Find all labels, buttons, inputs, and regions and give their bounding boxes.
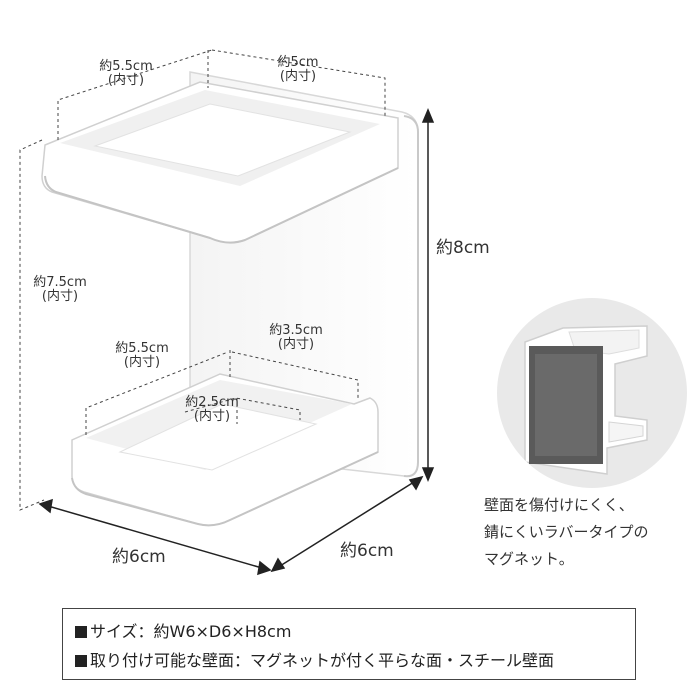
bottom-inner-note: (内寸) [193,409,231,424]
spec-box: サイズ：約W6×D6×H8cm 取り付け可能な壁面：マグネットが付く平らな面・ス… [62,608,636,680]
bottom-width-label: 約5.5cm (内寸) [102,342,182,370]
spec-size: サイズ：約W6×D6×H8cm [75,618,291,642]
spec-size-text: サイズ：約W6×D6×H8cm [90,622,292,641]
width-label: 約6cm [112,547,166,567]
bottom-inner-value: 約2.5cm [185,395,239,410]
top-width-label: 約5.5cm (内寸) [86,60,166,88]
bottom-depth-label: 約3.5cm (内寸) [256,324,336,352]
top-depth-label: 約5cm (内寸) [260,56,336,84]
caption-line: マグネット。 [484,550,574,568]
bottom-width-value: 約5.5cm [115,341,169,356]
bottom-depth-value: 約3.5cm [269,323,323,338]
height-label: 約8cm [436,238,490,258]
top-width-value: 約5.5cm [99,59,153,74]
caption-line: 壁面を傷付けにくく、 [484,496,634,514]
width-arrow [38,498,272,576]
inset-caption: 壁面を傷付けにくく、 錆にくいラバータイプの マグネット。 [484,492,698,573]
bullet-square-icon [75,626,87,638]
bottom-width-note: (内寸) [123,355,161,370]
bullet-square-icon [75,655,87,667]
bottom-depth-note: (内寸) [277,337,315,352]
spec-wall-text: 取り付け可能な壁面：マグネットが付く平らな面・スチール壁面 [90,651,555,670]
top-depth-value: 約5cm [277,55,319,70]
top-width-note: (内寸) [107,73,145,88]
top-holder [41,81,399,244]
magnet-inset-photo [497,298,687,488]
left-height-note: (内寸) [41,289,79,304]
caption-line: 錆にくいラバータイプの [484,523,649,541]
depth-label: 約6cm [340,541,394,561]
left-height-value: 約7.5cm [33,275,87,290]
depth-arrow [270,475,424,573]
left-height-label: 約7.5cm (内寸) [24,276,96,304]
dimension-guides [19,49,386,511]
top-depth-note: (内寸) [279,69,317,84]
bottom-inner-label: 約2.5cm (内寸) [172,396,252,424]
bottom-holder [71,373,379,527]
magnet-back-illustration [524,325,648,475]
spec-wall: 取り付け可能な壁面：マグネットが付く平らな面・スチール壁面 [75,647,554,671]
height-arrow [421,108,435,482]
